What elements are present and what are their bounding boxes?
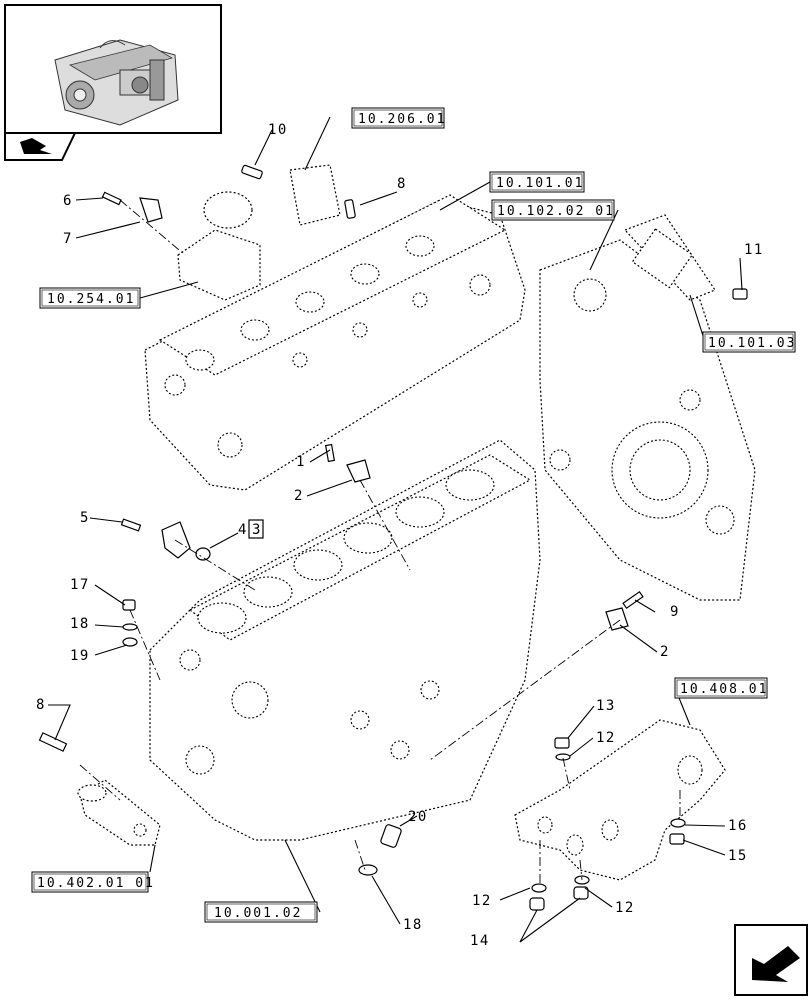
ref-box-10-001-02[interactable]: 10.001.02 <box>204 901 318 923</box>
bolt-9[interactable] <box>622 590 644 610</box>
ref-box-10-102-02-01[interactable]: 10.102.02 01 <box>491 199 615 221</box>
ref-box-10-101-03[interactable]: 10.101.03 <box>702 331 796 353</box>
callout-10: 10 <box>268 122 288 138</box>
callout-13: 13 <box>596 698 616 714</box>
callout-3-boxed: 3 <box>248 519 264 539</box>
plug-13[interactable] <box>554 737 570 749</box>
engine-block[interactable] <box>149 439 541 841</box>
ref-box-10-408-01[interactable]: 10.408.01 <box>674 677 768 699</box>
plug-20[interactable] <box>380 824 402 848</box>
oil-filter-housing[interactable] <box>514 719 726 881</box>
callout-7: 7 <box>63 231 73 247</box>
cylinder-head[interactable] <box>144 194 526 491</box>
leader-lines <box>48 116 743 943</box>
callout-1: 1 <box>296 454 306 470</box>
plug-11[interactable] <box>732 288 748 300</box>
ref-box-10-402-01-01[interactable]: 10.402.01 01 <box>31 871 155 893</box>
seal-19[interactable] <box>122 637 138 647</box>
seal-16[interactable] <box>670 818 686 828</box>
flywheel-housing[interactable] <box>539 239 756 601</box>
reference-boxes: 10.206.01 10.101.01 10.102.02 01 10.254.… <box>31 107 796 923</box>
svg-text:10.206.01: 10.206.01 <box>358 112 446 127</box>
callout-6: 6 <box>63 193 73 209</box>
bolt-1[interactable] <box>324 443 336 463</box>
plug-17[interactable] <box>122 599 136 611</box>
sensor-8-top[interactable] <box>344 199 356 219</box>
sensor-3[interactable] <box>161 521 191 559</box>
plug-14-right[interactable] <box>573 886 589 900</box>
callout-5: 5 <box>80 510 90 526</box>
callout-4: 4 <box>238 522 248 538</box>
callout-16: 16 <box>728 818 748 834</box>
intake-module[interactable] <box>177 191 261 301</box>
svg-text:10.254.01: 10.254.01 <box>47 292 135 307</box>
plug-14-left[interactable] <box>529 897 545 911</box>
callout-2: 2 <box>294 488 304 504</box>
engine-thumbnail-icon <box>54 39 179 126</box>
callout-11: 11 <box>744 242 764 258</box>
callout-9: 9 <box>670 604 680 620</box>
plug-15[interactable] <box>669 833 685 845</box>
svg-text:10.001.02: 10.001.02 <box>214 906 302 921</box>
callout-12: 12 <box>472 893 492 909</box>
callout-8: 8 <box>36 697 46 713</box>
next-page-arrow-icon[interactable] <box>734 924 808 996</box>
bolt-5[interactable] <box>120 518 142 532</box>
svg-text:10.408.01: 10.408.01 <box>680 682 768 697</box>
callout-8: 8 <box>397 176 407 192</box>
seal-18-left[interactable] <box>122 623 138 631</box>
callout-12: 12 <box>596 730 616 746</box>
svg-text:10.402.01 01: 10.402.01 01 <box>37 876 155 891</box>
seal-12-bottom-left[interactable] <box>531 883 547 893</box>
callout-3: 3 <box>252 522 262 538</box>
callout-12: 12 <box>615 900 635 916</box>
callout-17: 17 <box>70 577 90 593</box>
callout-15: 15 <box>728 848 748 864</box>
o-ring-4[interactable] <box>195 547 211 561</box>
sensor-2-upper[interactable] <box>346 459 371 483</box>
ref-box-10-206-01[interactable]: 10.206.01 <box>351 107 446 129</box>
sensor-module[interactable] <box>289 164 341 226</box>
seal-18-bottom[interactable] <box>358 864 378 876</box>
callout-labels: 1 2 2 3 4 5 6 7 8 8 9 10 11 12 12 12 13 … <box>36 122 764 949</box>
svg-text:10.101.03: 10.101.03 <box>708 336 796 351</box>
callout-19: 19 <box>70 648 90 664</box>
callout-20: 20 <box>408 809 428 825</box>
engine-thumbnail[interactable] <box>4 4 222 134</box>
svg-text:10.101.01: 10.101.01 <box>496 176 584 191</box>
callout-18: 18 <box>403 917 423 933</box>
sensor-8-bottom[interactable] <box>38 732 68 752</box>
assembly-lines <box>79 199 681 885</box>
ref-box-10-101-01[interactable]: 10.101.01 <box>489 171 585 193</box>
ref-box-10-254-01[interactable]: 10.254.01 <box>39 287 141 309</box>
bracket-7[interactable] <box>139 197 163 223</box>
sensor-2-lower[interactable] <box>605 607 629 631</box>
callout-18: 18 <box>70 616 90 632</box>
bolt-6[interactable] <box>101 191 122 206</box>
cover-plate[interactable] <box>623 214 716 301</box>
water-outlet[interactable] <box>77 779 161 846</box>
book-flag-icon[interactable] <box>4 132 77 161</box>
callout-2: 2 <box>660 644 670 660</box>
svg-text:10.102.02 01: 10.102.02 01 <box>497 204 615 219</box>
sensor-10[interactable] <box>241 164 263 180</box>
callout-14: 14 <box>470 933 490 949</box>
